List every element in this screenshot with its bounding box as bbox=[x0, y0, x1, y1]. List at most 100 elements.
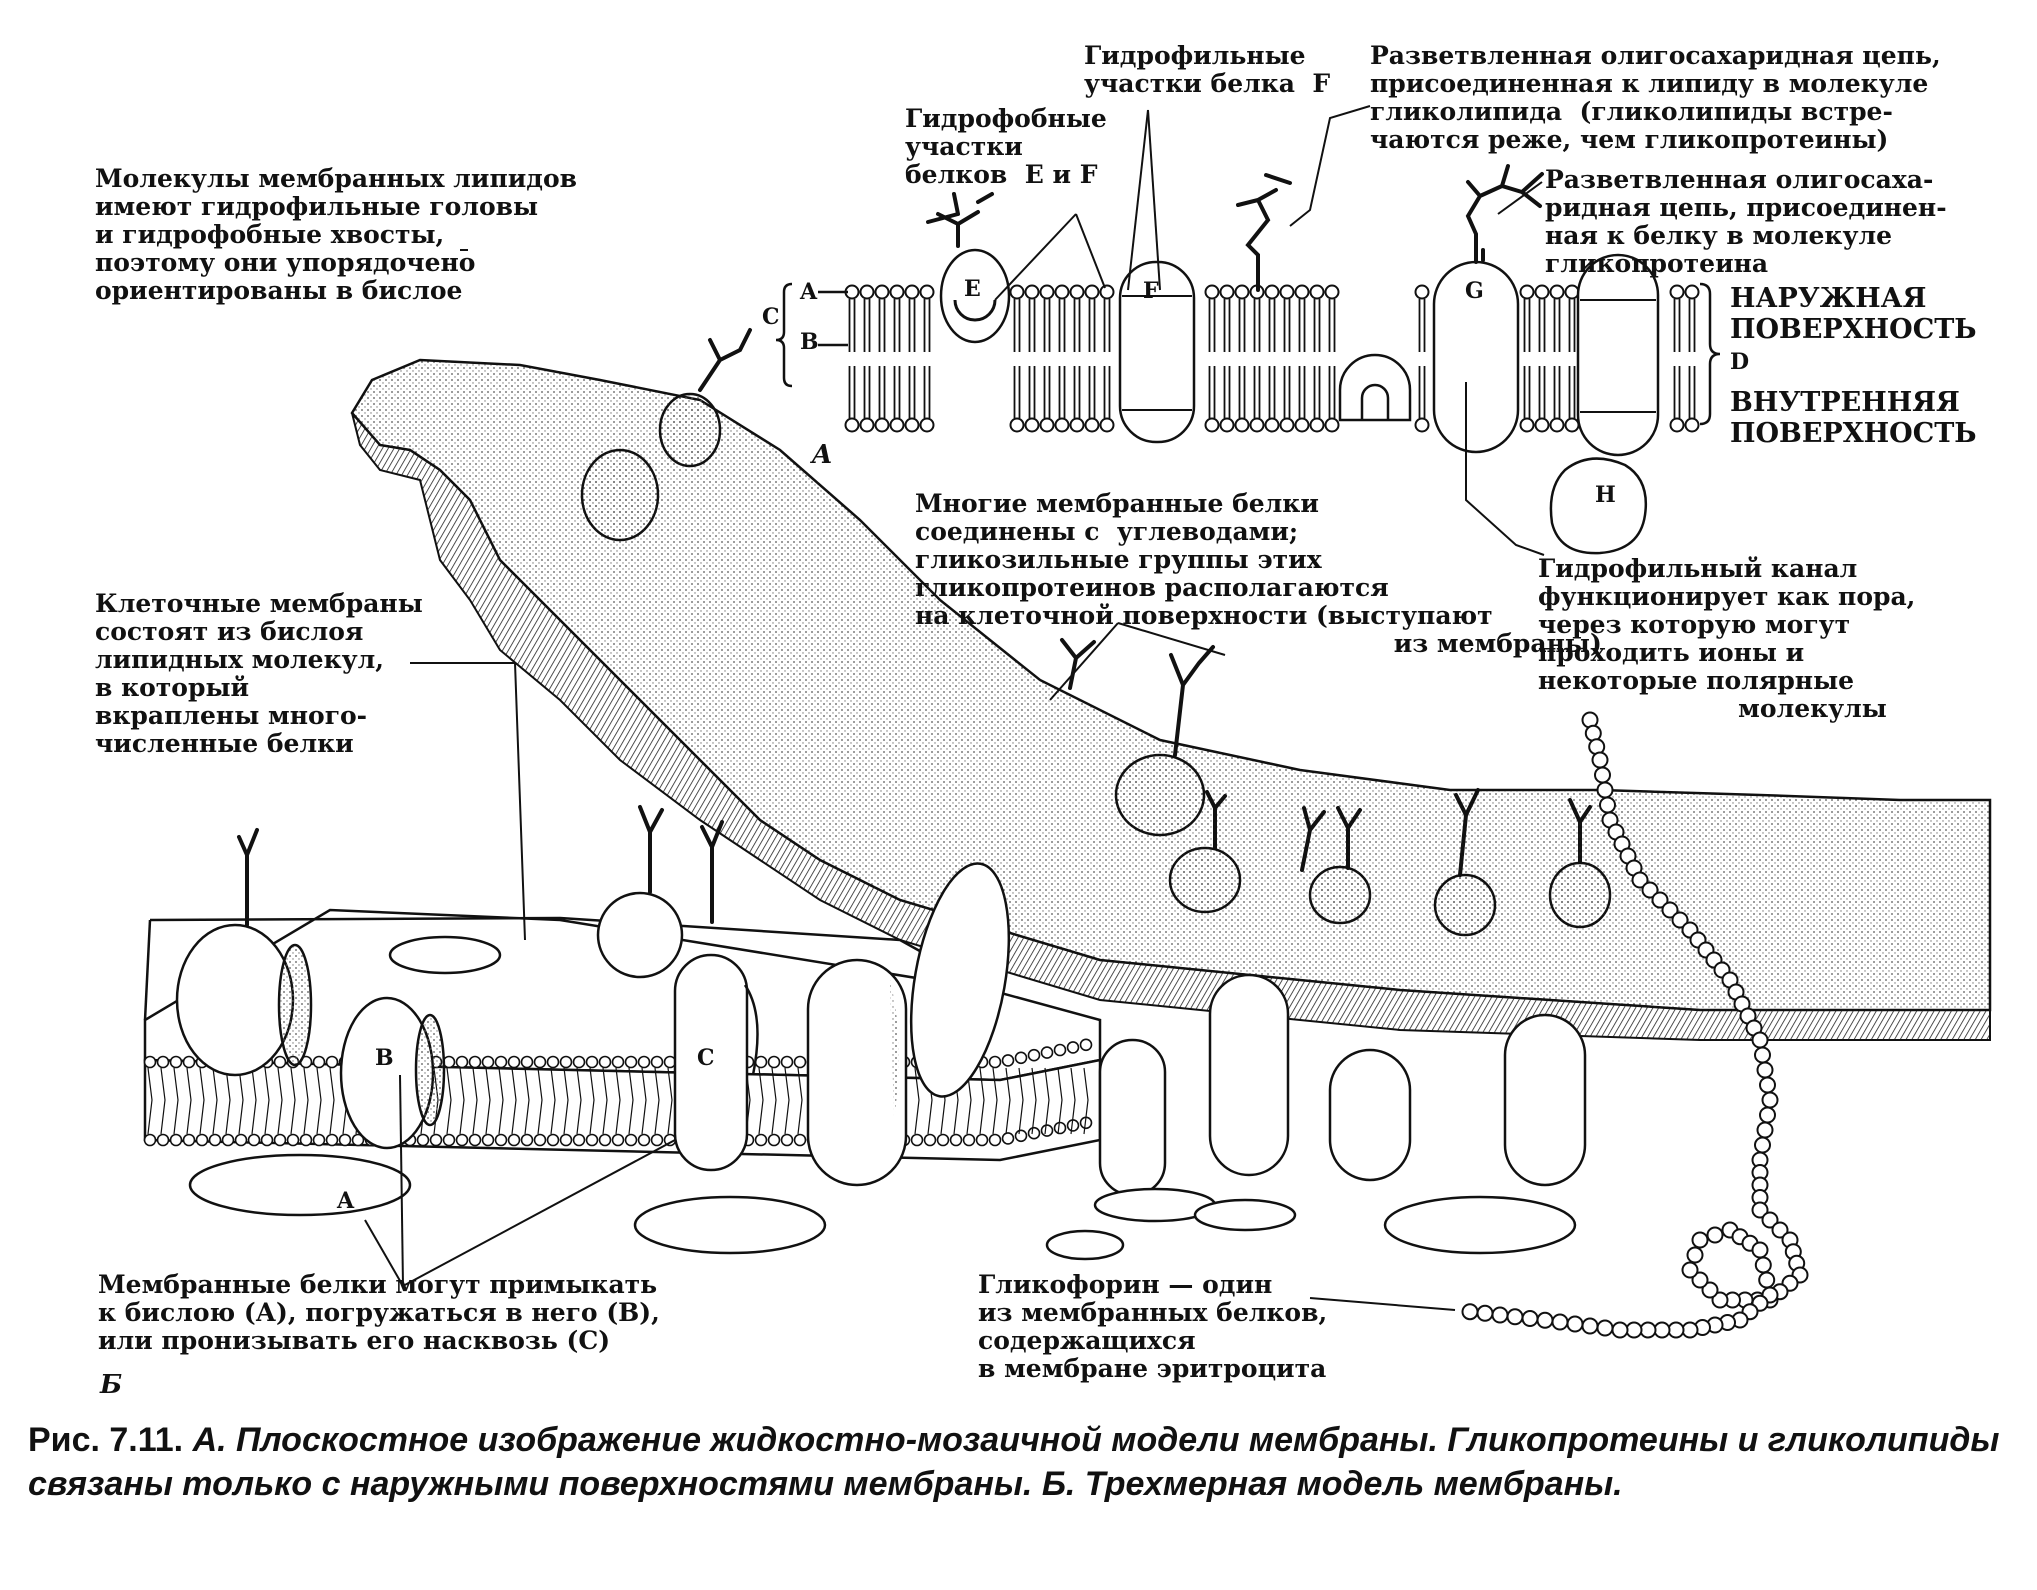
lipid-head bbox=[923, 1133, 937, 1147]
lipid-head bbox=[546, 1055, 560, 1069]
lipid-head bbox=[507, 1055, 521, 1069]
lipid-tail bbox=[160, 1067, 166, 1135]
3d-leader-lines bbox=[364, 249, 1456, 1311]
lipid-head bbox=[494, 1055, 508, 1069]
glycophorin-bead bbox=[1551, 1313, 1569, 1331]
lipid-tail bbox=[212, 1067, 218, 1135]
protein-channel bbox=[1576, 253, 1660, 457]
lipid-head bbox=[520, 1055, 534, 1069]
lipid-tail bbox=[1031, 1067, 1037, 1135]
lipid-head bbox=[780, 1055, 794, 1069]
lipid-tail bbox=[615, 1067, 621, 1135]
phospholipid bbox=[1219, 284, 1235, 433]
glycophorin-bead bbox=[1759, 1106, 1776, 1124]
lipid-tail bbox=[550, 1067, 556, 1135]
lipid-head bbox=[533, 1055, 547, 1069]
lipid-head bbox=[351, 1133, 365, 1147]
lipid-head bbox=[520, 1133, 534, 1147]
lipid-tail bbox=[290, 1067, 296, 1135]
lipid-head bbox=[910, 1133, 924, 1147]
phospholipid bbox=[1519, 284, 1535, 433]
protein-lower-4 bbox=[1503, 1013, 1587, 1187]
phospholipid bbox=[1279, 284, 1295, 433]
letter-b-inner: B bbox=[800, 329, 819, 355]
label-cell-membranes: Клеточные мембраны состоят из бислоя лип… bbox=[95, 589, 423, 758]
glycophorin-bead bbox=[1671, 911, 1689, 929]
lipid-head bbox=[312, 1133, 326, 1147]
phospholipid bbox=[1039, 284, 1055, 433]
lipid-head bbox=[312, 1055, 326, 1069]
protein-surface-small bbox=[388, 935, 502, 975]
protein-h bbox=[1549, 457, 1648, 555]
lipid-tail bbox=[589, 1067, 595, 1135]
protein-inner-half bbox=[1338, 353, 1412, 422]
lipid-head bbox=[793, 1133, 807, 1147]
lipid-head bbox=[325, 1133, 339, 1147]
protein-lower-1 bbox=[1098, 1038, 1167, 1197]
lipid-head bbox=[962, 1133, 976, 1147]
lipid-head bbox=[208, 1133, 222, 1147]
glycophorin-bead bbox=[1536, 1311, 1554, 1329]
glycophorin-bead bbox=[1691, 1271, 1709, 1289]
planar-sugar-chains bbox=[926, 164, 1544, 292]
lipid-head bbox=[325, 1055, 339, 1069]
phospholipid bbox=[1324, 284, 1340, 433]
phospholipid bbox=[874, 284, 890, 433]
label-glycoproteins: Многие мембранные белки соединены с угле… bbox=[915, 489, 1602, 658]
letter-c-transmembrane: C bbox=[697, 1045, 715, 1071]
lipid-tail bbox=[225, 1067, 231, 1135]
lipid-head bbox=[156, 1055, 170, 1069]
phospholipid bbox=[889, 284, 905, 433]
glycophorin-bead bbox=[1701, 1281, 1719, 1299]
lipid-head bbox=[767, 1055, 781, 1069]
letter-e: E bbox=[964, 276, 981, 302]
lipid-tail bbox=[251, 1067, 257, 1135]
lipid-head bbox=[559, 1133, 573, 1147]
glycophorin-bead bbox=[1686, 1246, 1704, 1264]
glycophorin-bead bbox=[1761, 1091, 1779, 1109]
lipid-head bbox=[585, 1055, 599, 1069]
glycophorin-bead bbox=[1611, 1321, 1629, 1339]
protein-c bbox=[673, 953, 749, 1172]
lipid-head bbox=[1040, 1046, 1054, 1059]
lipid-tail bbox=[979, 1067, 985, 1135]
lipid-head bbox=[273, 1055, 287, 1069]
bracket-c bbox=[775, 282, 793, 388]
phospholipid bbox=[1294, 284, 1310, 433]
lipid-tail bbox=[459, 1067, 465, 1135]
part-label-a: A bbox=[812, 440, 833, 470]
lipid-tail bbox=[771, 1067, 777, 1135]
label-hydrophobic-protein-parts: Гидрофобные участки белков E и F bbox=[905, 104, 1107, 189]
phospholipid bbox=[1414, 284, 1430, 433]
lipid-head bbox=[1014, 1129, 1028, 1143]
glycophorin-bead bbox=[1754, 1256, 1772, 1274]
lipid-head bbox=[546, 1133, 560, 1147]
letter-f: F bbox=[1143, 278, 1159, 304]
phospholipid bbox=[919, 284, 935, 433]
lipid-tail bbox=[654, 1067, 660, 1135]
lipid-head bbox=[143, 1055, 157, 1069]
lipid-tail bbox=[992, 1067, 998, 1135]
lipid-head bbox=[1053, 1043, 1067, 1057]
glycophorin-bead bbox=[1771, 1221, 1789, 1239]
lipid-tail bbox=[446, 1067, 452, 1135]
lipid-head bbox=[299, 1133, 313, 1147]
lipid-tail bbox=[537, 1067, 543, 1135]
lipid-head bbox=[650, 1055, 664, 1069]
phospholipid bbox=[1309, 284, 1325, 433]
label-inner-surface: ВНУТРЕННЯЯ ПОВЕРХНОСТЬ bbox=[1730, 387, 1977, 449]
phospholipid bbox=[859, 284, 875, 433]
lipid-head bbox=[169, 1055, 183, 1069]
letter-h: H bbox=[1595, 482, 1616, 508]
lipid-head bbox=[936, 1133, 950, 1147]
protein-slanted bbox=[909, 862, 1011, 1098]
phospholipid bbox=[1204, 284, 1220, 433]
glycophorin-bead bbox=[1631, 871, 1649, 889]
phospholipid bbox=[1249, 284, 1265, 433]
planar-leader-lines bbox=[994, 105, 1545, 556]
glycophorin-bead bbox=[1758, 1271, 1776, 1289]
glycophorin-bead bbox=[1661, 901, 1679, 919]
glycophorin-bead bbox=[1761, 1211, 1779, 1229]
bracket-d bbox=[1699, 282, 1721, 426]
